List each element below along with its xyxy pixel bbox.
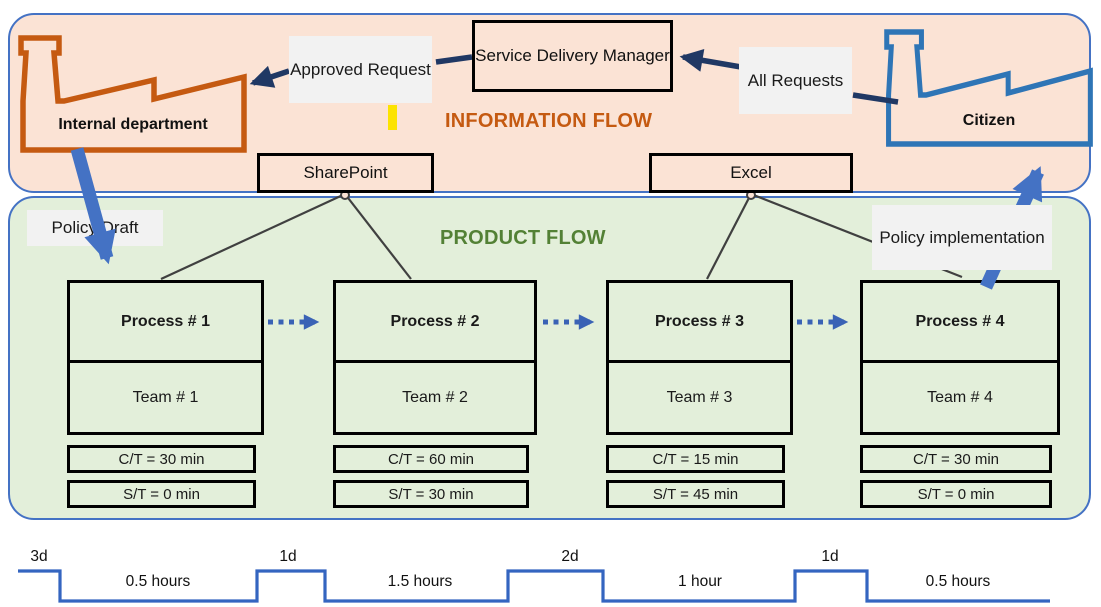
policy-implementation-label: Policy implementation <box>872 205 1052 270</box>
timeline-process-label: 0.5 hours <box>125 573 191 590</box>
excel-box: Excel <box>649 153 853 193</box>
process-column-1: Process # 1 Team # 1 C/T = 30 min S/T = … <box>67 280 264 508</box>
setup-time-box: S/T = 0 min <box>67 480 256 508</box>
team-box: Team # 4 <box>860 360 1060 435</box>
sharepoint-label: SharePoint <box>303 162 388 182</box>
service-delivery-manager-box: Service Delivery Manager <box>472 20 673 92</box>
sharepoint-box: SharePoint <box>257 153 434 193</box>
policy-draft-label: Policy Draft <box>27 210 163 246</box>
product-flow-title: PRODUCT FLOW <box>440 227 606 249</box>
setup-time-box: S/T = 30 min <box>333 480 529 508</box>
team-box: Team # 2 <box>333 360 537 435</box>
cycle-time-box: C/T = 30 min <box>860 445 1052 473</box>
timeline-wait-label: 2d <box>561 548 579 565</box>
factory-icon <box>18 35 247 153</box>
setup-time-box: S/T = 0 min <box>860 480 1052 508</box>
customer-factory: Citizen <box>884 22 1094 148</box>
yellow-marker <box>388 105 397 130</box>
timeline-wait-label: 1d <box>279 548 297 565</box>
timeline-process-label: 0.5 hours <box>925 573 991 590</box>
process-column-4: Process # 4 Team # 4 C/T = 30 min S/T = … <box>860 280 1060 508</box>
team-box: Team # 1 <box>67 360 264 435</box>
supplier-factory: Internal department <box>18 28 248 154</box>
supplier-label: Internal department <box>58 116 208 133</box>
information-flow-title: INFORMATION FLOW <box>445 110 653 132</box>
timeline-process-label: 1 hour <box>678 573 722 590</box>
process-title: Process # 3 <box>606 280 793 363</box>
cycle-time-box: C/T = 60 min <box>333 445 529 473</box>
approved-request-label: Approved Request <box>289 36 432 103</box>
factory-icon <box>884 29 1093 147</box>
service-delivery-manager-label: Service Delivery Manager <box>475 45 670 65</box>
process-title: Process # 2 <box>333 280 537 363</box>
timeline-wait-label: 3d <box>30 548 48 565</box>
cycle-time-box: C/T = 30 min <box>67 445 256 473</box>
excel-label: Excel <box>730 162 772 182</box>
timeline-process-label: 1.5 hours <box>387 573 453 590</box>
cycle-time-box: C/T = 15 min <box>606 445 785 473</box>
customer-label: Citizen <box>962 112 1016 129</box>
timeline-wait-label: 1d <box>821 548 839 565</box>
setup-time-box: S/T = 45 min <box>606 480 785 508</box>
team-box: Team # 3 <box>606 360 793 435</box>
process-column-3: Process # 3 Team # 3 C/T = 15 min S/T = … <box>606 280 793 508</box>
process-column-2: Process # 2 Team # 2 C/T = 60 min S/T = … <box>333 280 537 508</box>
process-title: Process # 4 <box>860 280 1060 363</box>
process-title: Process # 1 <box>67 280 264 363</box>
all-requests-label: All Requests <box>739 47 852 114</box>
